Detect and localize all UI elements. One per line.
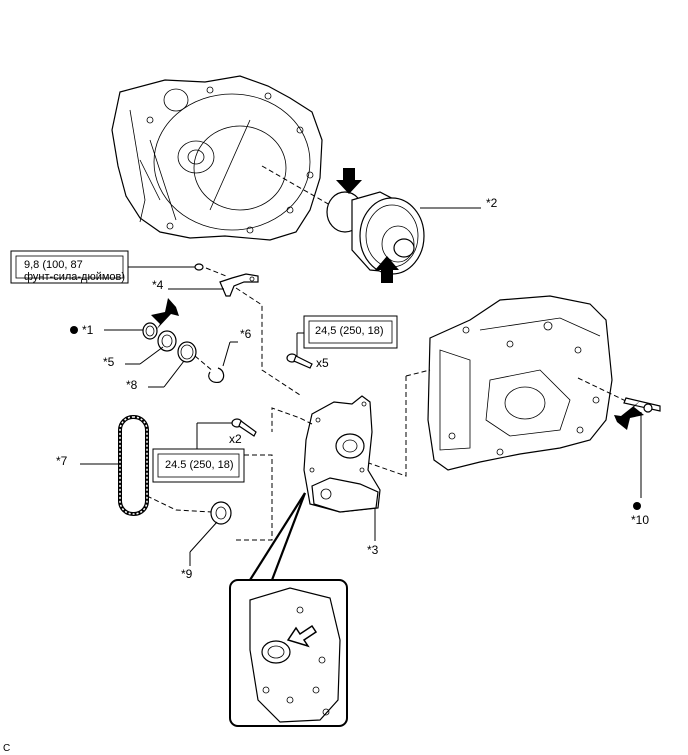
callout-9: *9 xyxy=(181,567,193,581)
bullet-dot-icon xyxy=(633,502,641,510)
oil-pump-assembly-illustration xyxy=(303,395,381,513)
clip-illustration xyxy=(208,367,225,383)
torque-spec-box-3: 24.5 (250, 18) xyxy=(152,448,245,483)
drive-chain-illustration xyxy=(118,415,149,516)
differential-gear-illustration xyxy=(326,191,425,275)
bullet-dot-icon xyxy=(70,326,78,334)
torque-value-1-line-1: 9,8 (100, 87 xyxy=(24,259,83,271)
bracket-illustration xyxy=(219,273,259,297)
detail-view xyxy=(229,492,348,727)
bolt-quantity-1: x5 xyxy=(316,356,329,370)
callout-7: *7 xyxy=(56,454,68,468)
callout-4: *4 xyxy=(152,278,164,292)
arrow-icon xyxy=(336,168,362,194)
bolt-quantity-2: x2 xyxy=(229,432,242,446)
callout-10: *10 xyxy=(631,513,649,527)
connector-illustration xyxy=(623,397,661,413)
callout-3: *3 xyxy=(367,543,379,557)
torque-spec-box-2: 24,5 (250, 18) xyxy=(303,315,398,349)
arrow-icon xyxy=(614,401,644,430)
torque-value-1-line-2: фунт-сила-дюймов) xyxy=(24,271,125,283)
arrow-icon xyxy=(375,256,399,283)
corner-letter: C xyxy=(3,743,10,754)
callout-6: *6 xyxy=(240,327,252,341)
callout-2: *2 xyxy=(486,196,498,210)
small-bolt-illustration xyxy=(194,263,204,271)
torque-value-3: 24.5 (250, 18) xyxy=(165,459,234,471)
arrow-icon xyxy=(286,624,318,648)
transaxle-case-illustration xyxy=(111,75,323,241)
torque-spec-box-1: 9,8 (100, 87 фунт-сила-дюймов) xyxy=(10,250,129,284)
transmission-housing-illustration xyxy=(427,295,613,471)
bolt-illustration xyxy=(286,353,313,369)
oil-seal-illustration xyxy=(157,330,177,352)
arrow-icon xyxy=(151,298,179,330)
bolt-illustration xyxy=(231,418,257,437)
callout-8: *8 xyxy=(126,378,138,392)
callout-1: *1 xyxy=(82,323,94,337)
o-ring-illustration xyxy=(142,322,158,340)
torque-value-2: 24,5 (250, 18) xyxy=(315,325,384,337)
drive-sprocket-illustration xyxy=(210,501,232,525)
callout-5: *5 xyxy=(103,355,115,369)
snap-ring-illustration xyxy=(177,341,197,363)
